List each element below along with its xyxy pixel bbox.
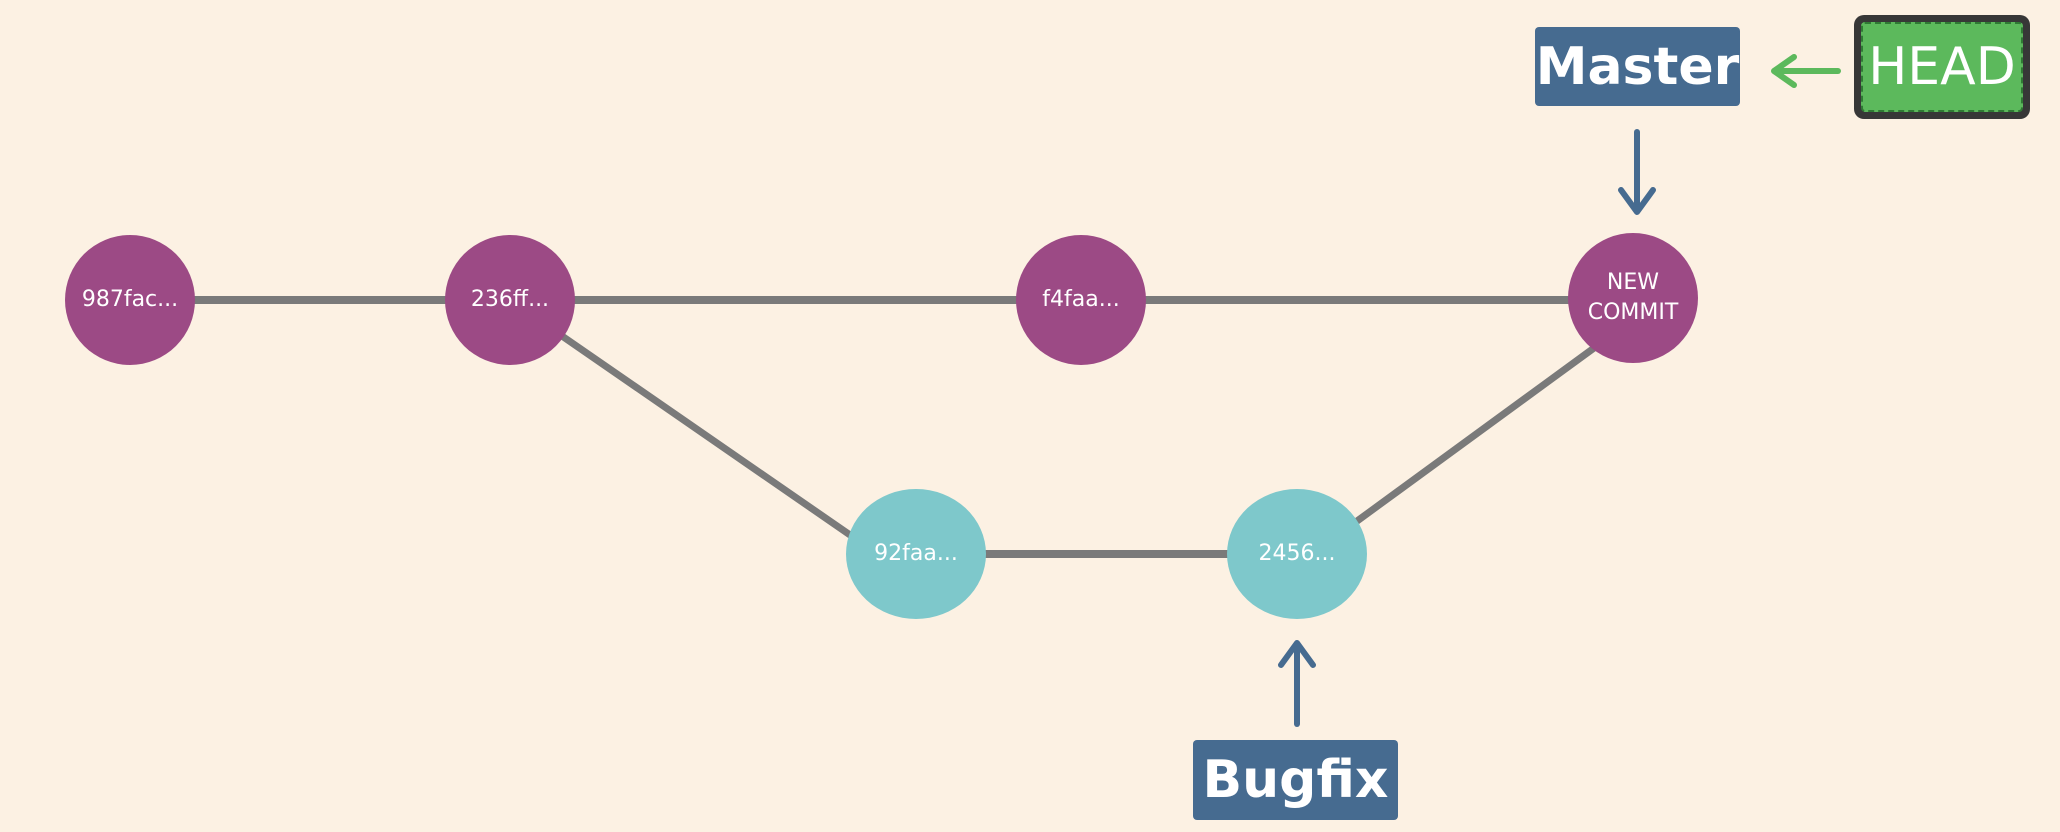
- bugfix-branch-label[interactable]: Bugfix: [1193, 740, 1398, 820]
- edge-c2-c5: [558, 332, 857, 541]
- commit-label: 987fac...: [81, 287, 179, 312]
- commit-node-c2[interactable]: 236ff...: [445, 235, 575, 365]
- master-label-text: Master: [1535, 36, 1740, 97]
- commit-node-c5[interactable]: 92faa...: [846, 489, 986, 619]
- commit-node-c1[interactable]: 987fac...: [65, 235, 195, 365]
- commit-label: f4faa...: [1042, 287, 1120, 312]
- commit-node-c3[interactable]: f4faa...: [1016, 235, 1146, 365]
- edge-c6-c4: [1349, 344, 1598, 528]
- head-label-text: HEAD: [1868, 37, 2016, 97]
- head-pointer-label[interactable]: HEAD: [1854, 15, 2030, 119]
- commit-node-c6[interactable]: 2456...: [1227, 489, 1367, 619]
- commit-label: 92faa...: [874, 541, 958, 566]
- commit-node-c4[interactable]: NEW COMMIT: [1568, 233, 1698, 363]
- arrow-left-icon: [1771, 54, 1841, 88]
- commit-label: NEW COMMIT: [1587, 270, 1679, 325]
- arrow-up-icon: [1278, 640, 1316, 727]
- head-label-inner: HEAD: [1861, 22, 2023, 112]
- arrow-down-icon: [1618, 129, 1656, 215]
- bugfix-label-text: Bugfix: [1202, 750, 1389, 810]
- commit-label: 236ff...: [470, 287, 550, 312]
- master-branch-label[interactable]: Master: [1535, 27, 1740, 106]
- commit-label: 2456...: [1258, 541, 1336, 566]
